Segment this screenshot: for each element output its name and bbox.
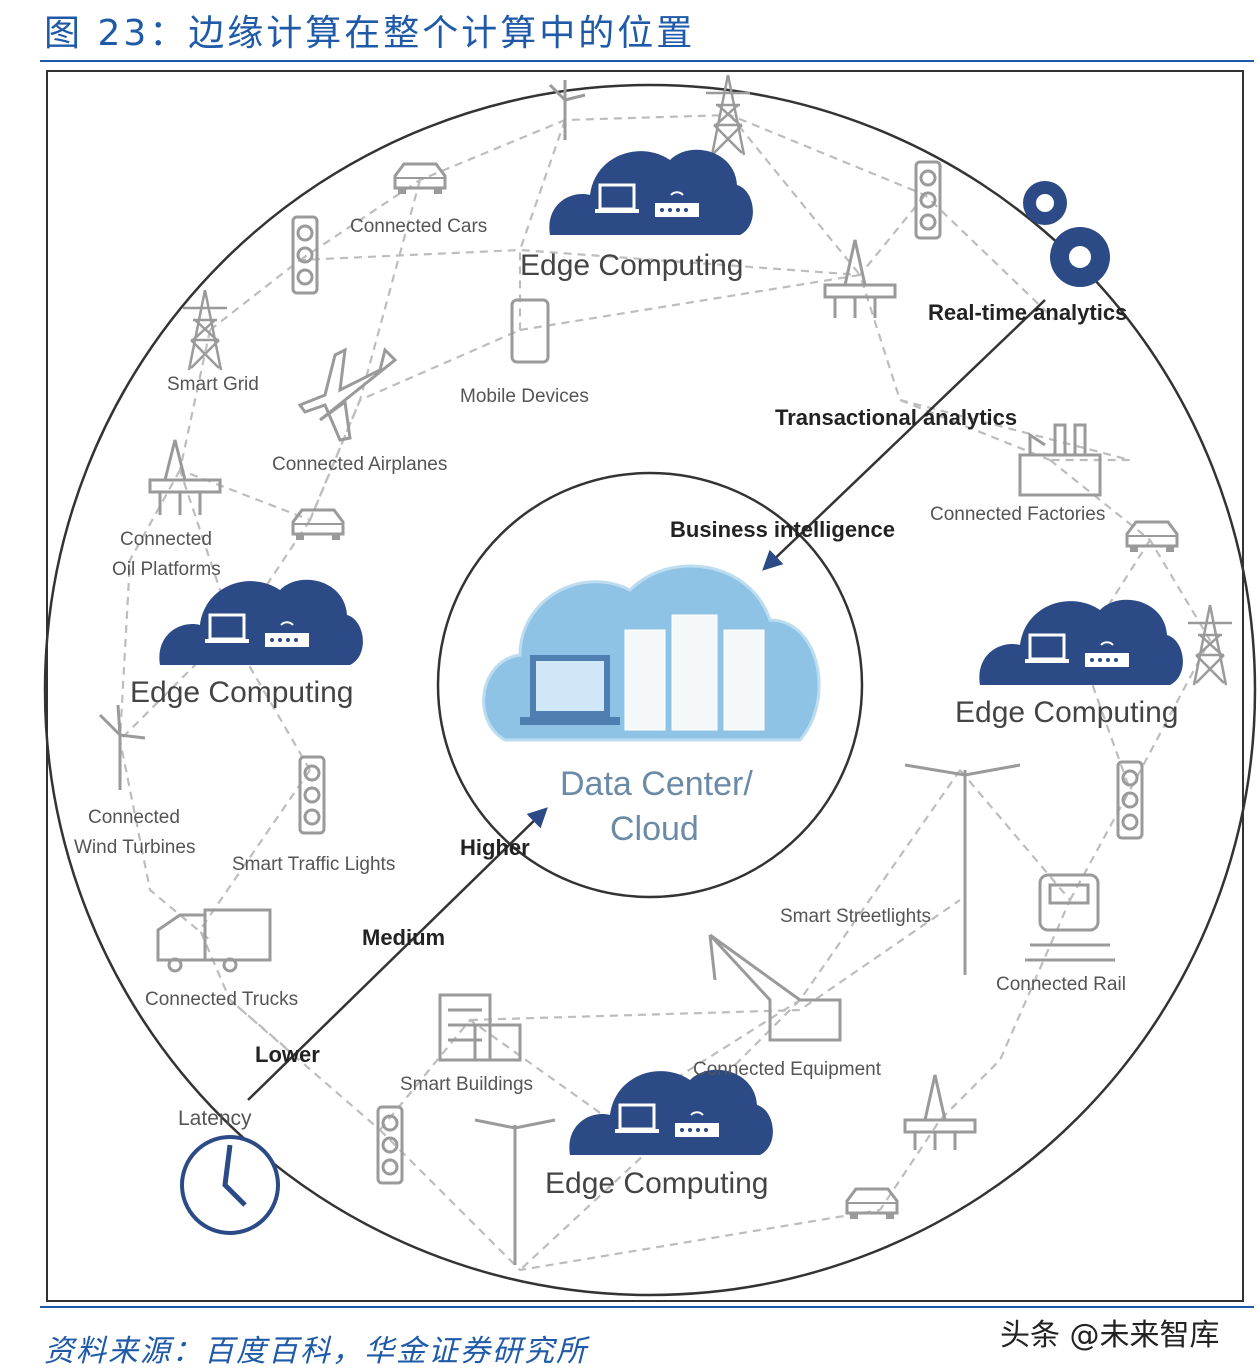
outer-ring: [43, 83, 1257, 1297]
airplane-icon: [297, 347, 398, 442]
factory-icon: [1018, 423, 1102, 497]
edge-computing-label: Edge Computing: [130, 676, 353, 709]
latency-higher-label: Higher: [460, 835, 530, 860]
oil-platforms-label-2: Oil Platforms: [112, 559, 221, 580]
bottom-rule: [40, 1306, 1254, 1308]
edge-cloud-icon: [157, 578, 365, 667]
oil-platform-icon: [148, 239, 977, 1150]
edge-computing-label: Edge Computing: [520, 249, 743, 282]
building-icon: [438, 993, 522, 1062]
mobile-devices-label: Mobile Devices: [460, 386, 589, 407]
transactional-analytics-label: Transactional analytics: [775, 405, 1017, 430]
watermark: 头条 @未来智库: [1000, 1318, 1220, 1353]
latency-title: Latency: [178, 1107, 252, 1130]
oil-platforms-label-1: Connected: [120, 529, 212, 550]
latency-lower-label: Lower: [255, 1042, 320, 1067]
clock-icon: [180, 1135, 280, 1235]
source-note: 资料来源：百度百科，华金证券研究所: [44, 1334, 588, 1369]
figure-title: 图 23：边缘计算在整个计算中的位置: [44, 13, 696, 54]
wind-turbines-label-1: Connected: [88, 807, 180, 828]
connected-factories-label: Connected Factories: [930, 504, 1105, 525]
data-center-label: Data Center/: [560, 765, 753, 803]
car-icon: [845, 1187, 899, 1221]
edge-cloud-icon: [547, 148, 755, 237]
edge-computing-label: Edge Computing: [545, 1167, 768, 1200]
connected-trucks-label: Connected Trucks: [145, 989, 298, 1010]
train-icon: [1025, 873, 1115, 962]
connected-equipment-label: Connected Equipment: [693, 1059, 882, 1080]
cloud-label: Cloud: [610, 810, 699, 848]
traffic-light-icon: [914, 160, 942, 240]
crane-icon: [708, 933, 842, 1042]
top-rule: [40, 60, 1254, 62]
truck-icon: [156, 908, 272, 973]
edge-cloud-icon: [977, 598, 1185, 687]
mobile-device-icon: [510, 298, 550, 364]
gear-icon: [1023, 181, 1110, 287]
traffic-light-icon: [291, 215, 319, 295]
smart-traffic-lights-label: Smart Traffic Lights: [232, 854, 395, 875]
streetlight-icon: [474, 763, 1021, 1265]
car-icon: [1125, 520, 1179, 554]
wind-turbines-label-2: Wind Turbines: [74, 837, 195, 858]
connected-airplanes-label: Connected Airplanes: [272, 454, 447, 475]
realtime-analytics-label: Real-time analytics: [928, 300, 1127, 325]
car-icon: [393, 162, 447, 196]
connected-cars-label: Connected Cars: [350, 216, 487, 237]
smart-grid-label: Smart Grid: [167, 374, 259, 395]
edge-computing-diagram: Edge Computing Edge Computing Edge Compu…: [43, 73, 1257, 1297]
inner-ring: [436, 471, 864, 899]
data-center-cloud-icon: [482, 564, 821, 742]
latency-medium-label: Medium: [362, 925, 445, 950]
smart-buildings-label: Smart Buildings: [400, 1074, 533, 1095]
traffic-light-icon: [298, 755, 326, 835]
edge-computing-label: Edge Computing: [955, 696, 1178, 729]
smart-streetlights-label: Smart Streetlights: [780, 906, 931, 927]
connected-rail-label: Connected Rail: [996, 974, 1126, 995]
latency-arrow: [247, 807, 548, 1101]
business-intelligence-label: Business intelligence: [670, 517, 895, 542]
analytics-arrow: [762, 299, 1046, 571]
car-icon: [291, 508, 345, 542]
wind-turbine-icon: [98, 80, 586, 790]
power-tower-icon: [1186, 603, 1234, 687]
